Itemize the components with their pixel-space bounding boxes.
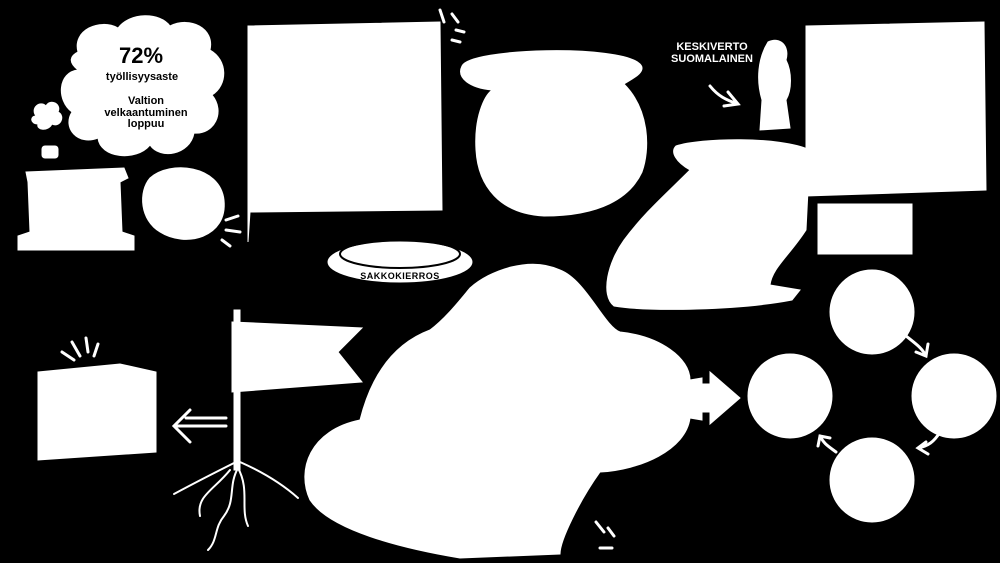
penalty-ring-label: SAKKOKIERROS bbox=[360, 271, 440, 281]
arrow-right-icon bbox=[689, 370, 741, 426]
curved-arrow-icon bbox=[708, 84, 741, 108]
board-left bbox=[247, 21, 443, 243]
central-blob bbox=[304, 263, 703, 559]
sparkle-lines-top bbox=[438, 8, 466, 44]
sparkle-lines-blob bbox=[220, 214, 242, 248]
thought-puff-small bbox=[41, 145, 59, 159]
roots-icon bbox=[173, 461, 299, 551]
pedestal bbox=[17, 167, 135, 251]
sparkle-lines-box bbox=[60, 336, 100, 362]
curved-arrow-icon bbox=[904, 334, 930, 359]
board-right bbox=[805, 21, 987, 197]
cycle-circle-right bbox=[911, 353, 997, 439]
average-finn-label: KESKIVERTO SUOMALAINEN bbox=[662, 41, 762, 65]
cycle-circle-top bbox=[829, 269, 915, 355]
cycle-circle-bottom bbox=[829, 437, 915, 523]
thought-bubble bbox=[60, 15, 225, 157]
employment-label: työllisyysaste bbox=[105, 71, 179, 83]
debt-text: Valtion velkaantuminen loppuu bbox=[104, 95, 188, 131]
curved-arrow-icon bbox=[915, 430, 942, 456]
employment-percent: 72% bbox=[118, 43, 164, 68]
average-finn-label-line1: KESKIVERTO bbox=[676, 41, 748, 53]
box-left bbox=[37, 363, 157, 461]
sparkle-lines-bottom bbox=[594, 520, 616, 550]
average-finn-label-line2: SUOMALAINEN bbox=[671, 52, 753, 65]
penalty-ring-inner bbox=[339, 239, 461, 269]
curved-arrow-icon bbox=[816, 434, 838, 454]
pot bbox=[460, 50, 648, 217]
penalty-ring bbox=[327, 241, 473, 283]
small-board bbox=[817, 203, 913, 255]
arrow-left-icon bbox=[171, 408, 228, 444]
average-finn-figure bbox=[758, 39, 791, 131]
thought-puff-large bbox=[31, 101, 63, 130]
cycle-circle-left bbox=[747, 353, 833, 439]
flag-icon bbox=[231, 321, 364, 393]
round-blob bbox=[142, 167, 225, 240]
